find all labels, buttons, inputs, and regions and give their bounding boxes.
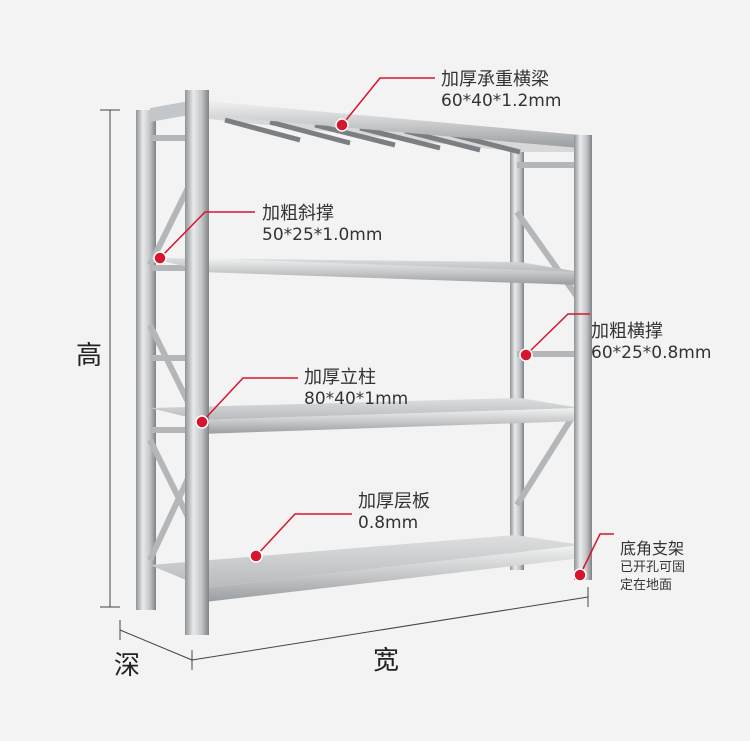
brace-callout-dot (153, 251, 167, 265)
cross-callout-dot (519, 348, 533, 362)
shelf-callout-spec: 0.8mm (358, 512, 419, 533)
foot-callout: 底角支架 已开孔可固 定在地面 (620, 539, 685, 596)
post-callout-title: 加厚立柱 (304, 367, 376, 388)
post-callout: 加厚立柱 80*40*1mm (304, 367, 408, 410)
cross-callout: 加粗横撑 60*25*0.8mm (591, 321, 711, 364)
post-callout-spec: 80*40*1mm (304, 388, 409, 409)
callout-leaders (159, 77, 614, 576)
depth-label: 深 (114, 651, 141, 681)
cross-callout-title: 加粗横撑 (591, 321, 663, 342)
foot-callout-dot (573, 568, 587, 582)
shelf-callout-dot (249, 549, 263, 563)
foot-callout-title: 底角支架 (620, 539, 685, 558)
height-label: 高 (76, 341, 103, 371)
back-right-post (510, 145, 524, 570)
beam-callout-dot (335, 118, 349, 132)
dimension-lines (100, 109, 589, 670)
width-label: 宽 (373, 646, 400, 676)
post-callout-dot (195, 415, 209, 429)
shelf-callout-title: 加厚层板 (358, 491, 430, 512)
brace-callout: 加粗斜撑 50*25*1.0mm (262, 203, 382, 246)
beam-callout: 加厚承重横梁 60*40*1.2mm (441, 69, 561, 112)
shelf-level-bottom (150, 535, 582, 602)
brace-callout-spec: 50*25*1.0mm (262, 224, 383, 245)
back-left-post (136, 110, 156, 610)
top-level (150, 100, 580, 155)
shelf-level-3 (150, 398, 580, 434)
front-left-post (185, 90, 209, 635)
shelf-callout: 加厚层板 0.8mm (358, 491, 430, 534)
front-right-post (574, 135, 592, 580)
beam-callout-title: 加厚承重横梁 (441, 69, 549, 90)
foot-callout-line2: 定在地面 (620, 578, 673, 594)
foot-callout-line1: 已开孔可固 (620, 559, 686, 575)
shelf-level-2 (150, 258, 580, 285)
brace-callout-title: 加粗斜撑 (262, 203, 334, 224)
cross-callout-spec: 60*25*0.8mm (591, 342, 712, 363)
callout-dots (153, 118, 587, 582)
beam-callout-spec: 60*40*1.2mm (441, 90, 562, 111)
